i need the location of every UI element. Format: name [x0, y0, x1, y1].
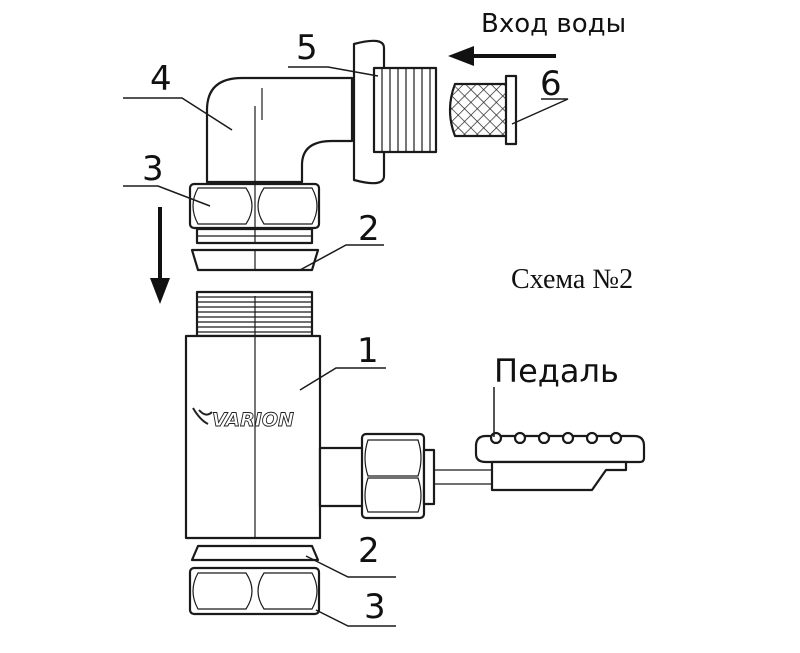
part-number-3-top: 3 — [142, 149, 164, 189]
side-outlet — [318, 432, 492, 520]
part-number-6: 6 — [540, 64, 562, 104]
water-inlet-label: Вход воды — [481, 9, 626, 39]
elbow-part-4 — [205, 76, 354, 184]
gasket-top-part-2 — [190, 248, 320, 272]
leader-lines — [123, 66, 569, 627]
part-number-4: 4 — [150, 59, 172, 99]
part-number-2-top: 2 — [358, 209, 380, 249]
part-number-5: 5 — [296, 28, 318, 68]
ring-top — [195, 227, 314, 245]
valve-body-part-1: VARION — [184, 290, 322, 540]
hex-nut-bottom-part-3 — [188, 566, 321, 616]
arrow-down-icon — [150, 207, 170, 304]
scheme-title: Схема №2 — [511, 264, 633, 295]
brand-logo: VARION — [212, 409, 294, 431]
pedal-label: Педаль — [494, 352, 619, 390]
mesh-filter-part-6 — [448, 74, 518, 146]
inlet-flange-part-5 — [352, 39, 438, 185]
arrow-left-icon — [448, 46, 556, 66]
gasket-bottom-part-2 — [190, 544, 320, 562]
pedal-assembly — [474, 431, 646, 492]
part-number-1: 1 — [357, 331, 379, 371]
part-number-3-bottom: 3 — [364, 587, 386, 627]
part-number-2-bottom: 2 — [358, 531, 380, 571]
